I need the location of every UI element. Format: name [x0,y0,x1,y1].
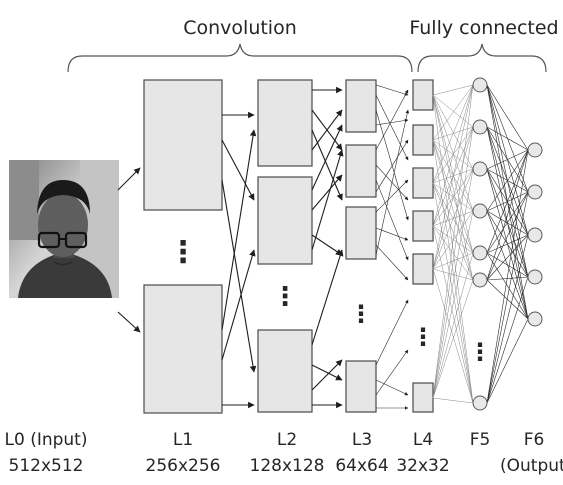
connection-line [432,126,474,399]
connection-line [432,225,474,254]
connection-line [432,268,474,281]
f6-neurons [527,142,543,327]
l3-feature-map-4 [345,360,377,413]
l1-feature-map-bottom [143,284,223,414]
input-arrow-top [117,167,141,191]
l2-feature-map-2 [257,176,313,265]
connection-line [486,318,529,404]
connection-line [432,84,474,184]
label-l1-name: L1 [173,430,193,450]
connection-line [486,234,529,281]
l4-feature-maps [412,79,434,413]
connection-line [432,182,474,281]
connection-line [432,84,474,270]
connection-line [486,279,529,320]
section-title-convolution: Convolution [183,17,297,39]
l1-feature-map-top [143,79,223,211]
connection-line [432,225,474,404]
input-arrow-bottom [117,311,141,333]
connection-line [432,84,474,96]
l3-feature-map-1 [345,79,377,133]
connection-line [486,252,529,320]
connection-line [432,168,474,399]
connection-line [432,94,474,170]
l2-to-l3-arrows [311,86,344,409]
f5-neurons [472,77,488,411]
connection-line [486,149,529,404]
connection-line [486,234,529,404]
connection-line [432,84,474,227]
connection-line [486,191,529,281]
connection-line [432,225,474,281]
label-f5-name: F5 [470,430,491,450]
connection-line [486,126,529,151]
f5-to-f6-connections [486,84,529,404]
connection-line [432,268,474,404]
connection-line [486,84,529,151]
connection-line [432,210,474,399]
l3-to-l4-arrows [375,84,410,410]
connection-line [432,126,474,270]
connection-line [432,84,474,399]
label-l3-name: L3 [352,430,372,450]
l2-ellipsis: ⋮ [272,282,298,312]
connection-line [432,139,474,170]
layer-labels: L0 (Input) 512x512 L1 256x256 L2 128x128… [5,430,563,476]
l4-ellipsis: ⋮ [411,323,435,351]
connection-line [486,191,529,254]
connection-line [432,94,474,128]
connection-line [486,276,529,404]
label-l0-name: L0 (Input) [5,430,88,450]
connection-line [486,276,529,281]
l3-ellipsis: ⋮ [349,300,373,328]
input-face-image [9,160,119,298]
connection-line [486,149,529,212]
label-l3-size: 64x64 [335,456,388,476]
fully-connected-brace [417,43,547,73]
connection-line [432,139,474,404]
connection-line [432,397,474,404]
connection-line [432,139,474,254]
l1-ellipsis: ⋮ [168,235,198,270]
l2-feature-map-3 [257,329,313,413]
l3-feature-map-2 [345,144,377,198]
connection-line [486,149,529,170]
label-f6-size: (Output [500,456,563,476]
label-l2-size: 128x128 [250,456,325,476]
label-l4-name: L4 [413,430,433,450]
connection-line [432,252,474,399]
connection-line [486,252,529,278]
label-f6-name: F6 [524,430,545,450]
connection-line [432,139,474,281]
connection-line [432,182,474,404]
f5-ellipsis: ⋮ [468,338,492,366]
l1-to-l2-arrows [221,111,257,409]
label-l1-size: 256x256 [146,456,221,476]
connection-line [432,94,474,212]
connection-line [486,234,529,254]
connection-line [432,279,474,399]
connection-line [486,149,529,281]
connection-line [432,168,474,270]
connection-line [486,191,529,404]
label-l2-name: L2 [277,430,297,450]
connection-line [486,149,529,254]
connection-line [432,94,474,404]
connection-line [432,84,474,141]
convolution-brace [67,43,413,73]
l2-feature-map-1 [257,79,313,167]
section-title-fully-connected: Fully connected [409,17,558,39]
l4-to-f5-connections [432,84,474,404]
connection-line [432,94,474,254]
connection-line [432,94,474,281]
label-l4-size: 32x32 [396,456,449,476]
label-l0-size: 512x512 [9,456,84,476]
l3-feature-map-3 [345,206,377,260]
connection-line [432,139,474,212]
